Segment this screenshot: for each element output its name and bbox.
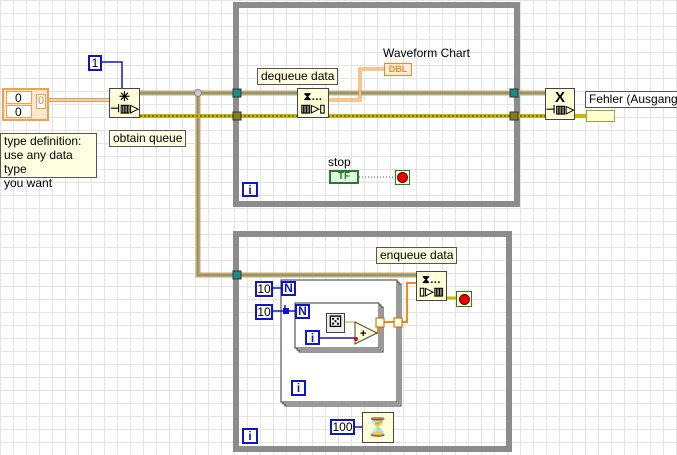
outer-count-terminal: N (281, 281, 296, 296)
stop-button-terminal[interactable]: TF (329, 170, 359, 184)
queue-tunnel (232, 88, 242, 98)
producer-while-loop[interactable] (233, 231, 512, 452)
queue-size-constant[interactable]: 1 (88, 55, 102, 71)
waveform-chart-label: Waveform Chart (383, 46, 470, 60)
iteration-terminal: i (242, 182, 258, 197)
obtain-queue-icon[interactable]: ✳⊣▥▷ (109, 88, 140, 118)
tunnel (283, 308, 289, 314)
metronome-wait-icon[interactable]: ⏳ (362, 412, 394, 443)
numeric-element[interactable]: 0 (6, 91, 32, 104)
stop-label: stop (328, 155, 351, 169)
element-constant[interactable]: 0 (36, 94, 46, 109)
loop-condition-stop-icon[interactable] (456, 291, 472, 307)
indexing-tunnel (375, 317, 385, 328)
inner-count-constant[interactable]: 10 (255, 304, 273, 320)
outer-count-constant[interactable]: 10 (255, 281, 273, 297)
release-queue-icon[interactable]: X⊣▥▷ (545, 88, 575, 120)
error-tunnel (509, 111, 519, 121)
type-definition-note: type definition: use any data type you w… (0, 133, 97, 190)
size-wire[interactable] (102, 61, 123, 88)
wait-ms-constant[interactable]: 100 (330, 419, 355, 435)
hourglass-icon: ⧗… (422, 274, 441, 286)
queue-tunnel (509, 88, 519, 98)
add-function[interactable]: + (354, 321, 379, 345)
error-out-label: Fehler (Ausgang) (585, 91, 677, 108)
hourglass-icon: ⧗… (303, 91, 323, 103)
waveform-chart-terminal[interactable]: DBL (384, 63, 412, 76)
svg-text:+: + (360, 328, 366, 340)
cluster-constant[interactable]: 0 0 0 (2, 88, 49, 121)
dice-random-number-icon[interactable]: ⚄ (326, 313, 345, 333)
iteration-terminal: i (242, 428, 258, 444)
dequeue-icon[interactable]: ⧗…▥▷▯ (297, 88, 329, 118)
consumer-while-loop[interactable] (233, 2, 520, 207)
outer-iteration-terminal: i (291, 380, 306, 396)
queue-wire[interactable] (140, 90, 545, 278)
wire-branch-point (194, 89, 202, 97)
inner-count-terminal: N (295, 304, 310, 319)
dequeue-label: dequeue data (257, 68, 339, 85)
obtain-queue-label: obtain queue (109, 130, 187, 147)
loop-condition-stop-icon[interactable] (395, 170, 410, 185)
enqueue-icon[interactable]: ⧗…▯▷▥ (416, 271, 447, 301)
indexing-tunnel (393, 317, 403, 328)
numeric-element[interactable]: 0 (6, 105, 32, 118)
queue-tunnel (232, 270, 242, 280)
error-tunnel (232, 111, 242, 121)
inner-iteration-terminal: i (305, 330, 320, 345)
error-out-indicator[interactable] (586, 110, 615, 122)
enqueue-label: enqueue data (376, 247, 458, 264)
